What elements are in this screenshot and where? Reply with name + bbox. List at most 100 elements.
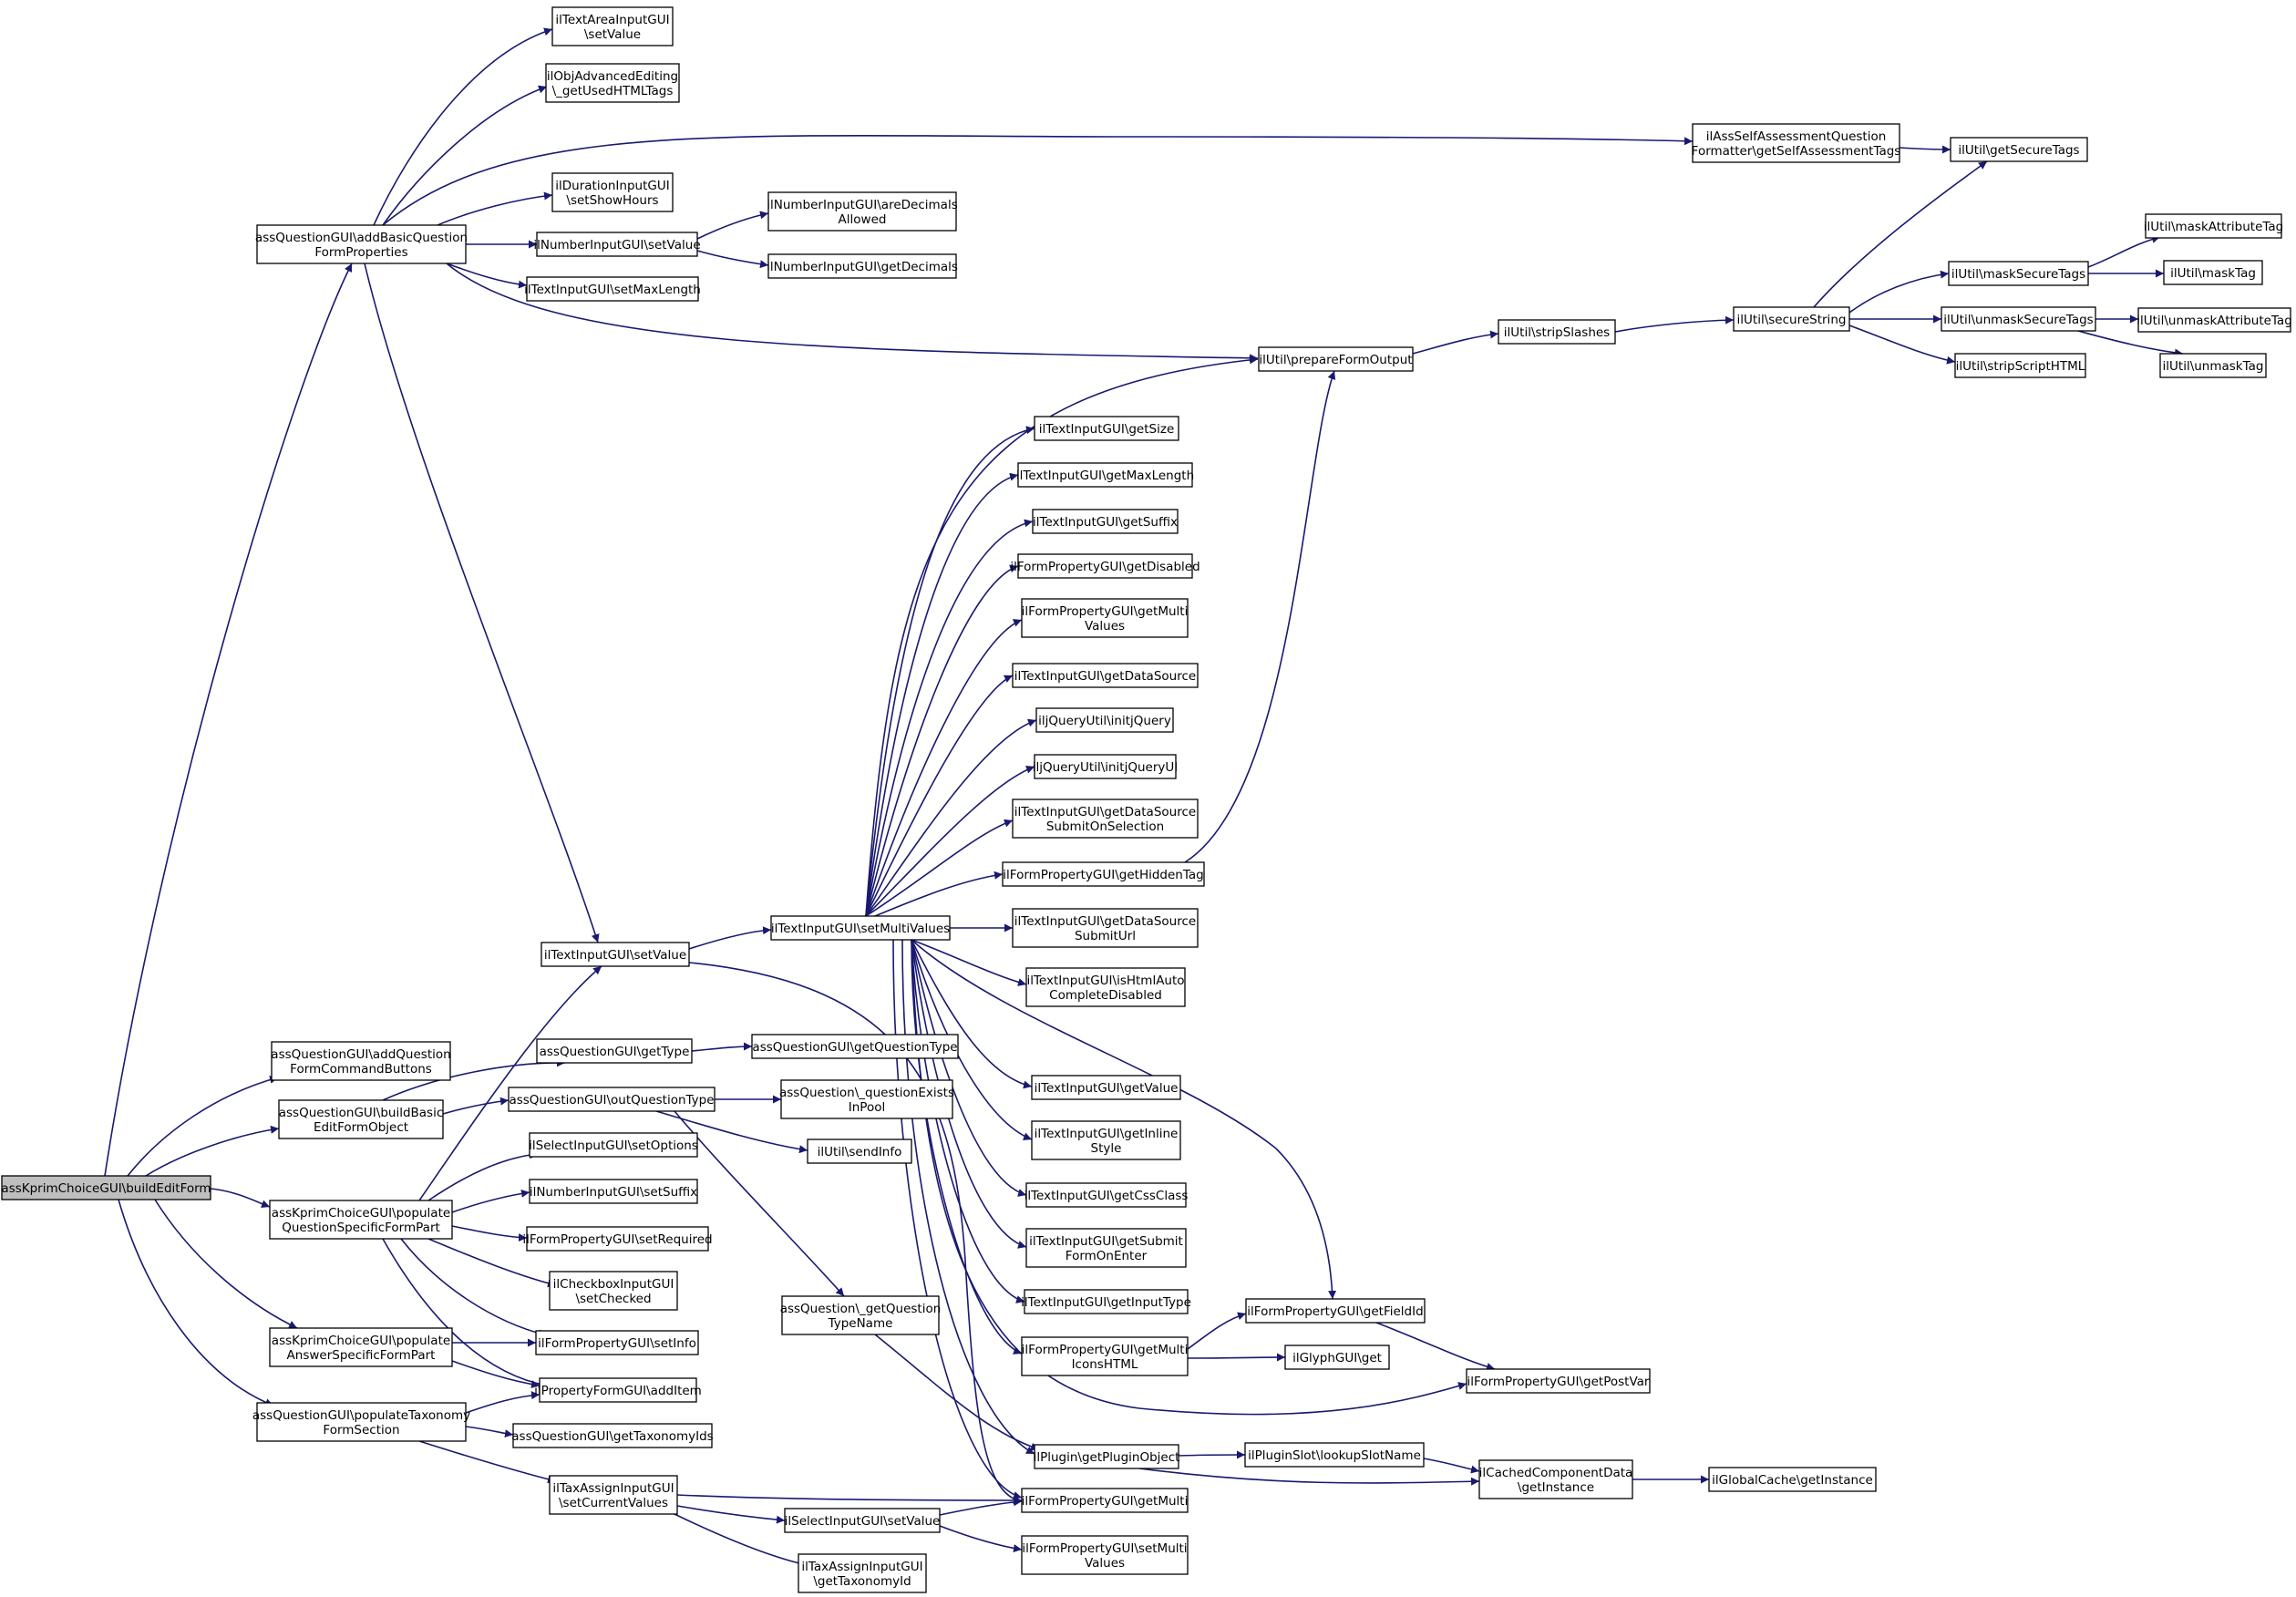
node-stripSlashes[interactable]: ilUtil\stripSlashes: [1498, 319, 1616, 345]
node-label: ilNumberInputGUI\setSuffix: [530, 1185, 697, 1200]
node-textSetValue[interactable]: ilTextInputGUI\setValue: [541, 942, 690, 967]
node-root[interactable]: assKprimChoiceGUI\buildEditForm: [1, 1175, 211, 1200]
edge-setMultiValues-to-getSize: [865, 426, 1035, 917]
edge-setMultiValues-to-getHiddenTag: [874, 871, 1004, 917]
node-label: iljQueryUtil\initjQuery: [1038, 714, 1171, 728]
node-label: ilDurationInputGUI: [555, 179, 669, 193]
node-label: \getInstance: [1518, 1480, 1594, 1495]
node-unmaskSecureTags[interactable]: ilUtil\unmaskSecureTags: [1941, 306, 2096, 332]
node-addBasicQuestionFormProperties[interactable]: assQuestionGUI\addBasicQuestionFormPrope…: [255, 224, 468, 264]
node-getMulti[interactable]: ilFormPropertyGUI\getMulti: [1021, 1488, 1189, 1513]
node-lookupSlotName[interactable]: ilPluginSlot\lookupSlotName: [1244, 1442, 1425, 1468]
node-addItem[interactable]: ilPropertyFormGUI\addItem: [534, 1377, 702, 1403]
node-sendInfo[interactable]: ilUtil\sendInfo: [807, 1139, 912, 1164]
node-outQuestionType[interactable]: assQuestionGUI\outQuestionType: [508, 1087, 716, 1112]
node-getValue[interactable]: ilTextInputGUI\getValue: [1031, 1075, 1181, 1100]
node-label: Style: [1091, 1141, 1122, 1156]
node-getDecimals[interactable]: ilNumberInputGUI\getDecimals: [767, 253, 958, 279]
node-addQuestionFormCommandButtons[interactable]: assQuestionGUI\addQuestionFormCommandBut…: [271, 1041, 451, 1081]
node-cachedGetInstance[interactable]: ilCachedComponentData\getInstance: [1478, 1459, 1633, 1499]
node-setCurrentValues[interactable]: ilTaxAssignInputGUI\setCurrentValues: [549, 1475, 678, 1515]
edge-textSetValue-to-setMultiValues: [688, 926, 772, 950]
node-setShowHours[interactable]: ilDurationInputGUI\setShowHours: [551, 172, 674, 212]
edge-setMultiValues-to-getMaxLength: [865, 472, 1019, 917]
node-unmaskTag[interactable]: ilUtil\unmaskTag: [2159, 353, 2267, 378]
node-label: ilFormPropertyGUI\getHiddenTag: [1003, 868, 1203, 882]
node-label: ilTextInputGUI\getDataSource: [1014, 805, 1196, 819]
node-label: ilTextInputGUI\getDataSource: [1014, 669, 1196, 684]
node-getFieldId[interactable]: ilFormPropertyGUI\getFieldId: [1245, 1298, 1426, 1324]
node-getQuestionType[interactable]: assQuestionGUI\getQuestionType: [751, 1034, 959, 1059]
node-setMultiValuesProp[interactable]: ilFormPropertyGUI\setMultiValues: [1021, 1535, 1189, 1575]
node-populateAnswerSpecificFormPart[interactable]: assKprimChoiceGUI\populateAnswerSpecific…: [269, 1327, 453, 1367]
node-getDisabled[interactable]: ilFormPropertyGUI\getDisabled: [1010, 553, 1200, 579]
edge-root-to-populateQuestionSpecificFormPart: [210, 1188, 271, 1209]
node-selfAssessmentFormatter[interactable]: ilAssSelfAssessmentQuestionFormatter\get…: [1692, 123, 1901, 163]
node-populateTaxonomyFormSection[interactable]: assQuestionGUI\populateTaxonomyFormSecti…: [252, 1402, 470, 1442]
node-globalGetInstance[interactable]: ilGlobalCache\getInstance: [1708, 1467, 1877, 1492]
node-setRequired[interactable]: ilFormPropertyGUI\setRequired: [522, 1226, 713, 1252]
node-getDataSourceSubmitOnSelection[interactable]: ilTextInputGUI\getDataSourceSubmitOnSele…: [1012, 798, 1199, 839]
node-numberSetValue[interactable]: ilNumberInputGUI\setValue: [533, 232, 701, 257]
node-secureString[interactable]: ilUtil\secureString: [1733, 306, 1850, 332]
node-maskTag[interactable]: ilUtil\maskTag: [2163, 260, 2263, 285]
node-getSize[interactable]: ilTextInputGUI\getSize: [1034, 416, 1179, 441]
node-glyphGet[interactable]: ilGlyphGUI\get: [1284, 1345, 1390, 1370]
node-getSuffix[interactable]: ilTextInputGUI\getSuffix: [1032, 509, 1179, 534]
edges-layer: [104, 27, 2184, 1569]
edge-addBasicQuestionFormProperties-to-textSetValue: [364, 263, 600, 943]
node-getType[interactable]: assQuestionGUI\getType: [536, 1038, 693, 1064]
node-setMultiValues[interactable]: ilTextInputGUI\setMultiValues: [770, 915, 951, 941]
edge-outQuestionType-to-sendInfo: [655, 1110, 808, 1154]
node-setOptions[interactable]: ilSelectInputGUI\setOptions: [529, 1132, 698, 1158]
node-label: ilUtil\maskSecureTags: [1951, 267, 2085, 282]
node-selectSetValue[interactable]: ilSelectInputGUI\setValue: [784, 1508, 941, 1533]
node-maskSecureTags[interactable]: ilUtil\maskSecureTags: [1948, 261, 2089, 286]
edge-root-to-populateTaxonomyFormSection: [118, 1199, 274, 1406]
edge-getHiddenTag-to-prepareFormOutput: [1184, 370, 1336, 863]
node-textAreaSetValue[interactable]: ilTextAreaInputGUI\setValue: [551, 6, 674, 46]
node-setChecked[interactable]: ilCheckboxInputGUI\setChecked: [549, 1271, 678, 1311]
node-getPluginObject[interactable]: ilPlugin\getPluginObject: [1034, 1444, 1180, 1469]
node-getPostVar[interactable]: ilFormPropertyGUI\getPostVar: [1466, 1368, 1651, 1394]
node-stripScriptHTML[interactable]: ilUtil\stripScriptHTML: [1954, 353, 2086, 378]
node-setSuffix[interactable]: ilNumberInputGUI\setSuffix: [529, 1179, 698, 1204]
node-getTaxonomyId[interactable]: ilTaxAssignInputGUI\getTaxonomyId: [798, 1553, 927, 1593]
edge-setCurrentValues-to-selectSetValue: [676, 1505, 786, 1524]
node-setInfo[interactable]: ilFormPropertyGUI\setInfo: [535, 1330, 699, 1355]
node-label: SubmitOnSelection: [1046, 819, 1164, 834]
node-getCssClass[interactable]: ilTextInputGUI\getCssClass: [1024, 1182, 1189, 1208]
node-unmaskAttributeTag[interactable]: ilUtil\unmaskAttributeTag: [2136, 307, 2292, 333]
node-getHiddenTag[interactable]: ilFormPropertyGUI\getHiddenTag: [1002, 861, 1205, 887]
node-label: ilFormPropertyGUI\setRequired: [522, 1232, 712, 1247]
node-label: ilFormPropertyGUI\getFieldId: [1247, 1304, 1423, 1319]
node-getUsedHTMLTags[interactable]: ilObjAdvancedEditing\_getUsedHTMLTags: [545, 63, 680, 103]
node-getInputType[interactable]: ilTextInputGUI\getInputType: [1021, 1289, 1191, 1314]
node-getSecureTags[interactable]: ilUtil\getSecureTags: [1950, 137, 2088, 162]
node-initjQuery[interactable]: iljQueryUtil\initjQuery: [1035, 707, 1174, 733]
node-maskAttributeTag[interactable]: ilUtil\maskAttributeTag: [2144, 213, 2283, 239]
edge-setMultiValues-to-initjQueryUI: [865, 765, 1035, 917]
node-label: AnswerSpecificFormPart: [287, 1348, 436, 1363]
node-getTaxonomyIds[interactable]: assQuestionGUI\getTaxonomyIds: [511, 1423, 714, 1448]
node-initjQueryUI[interactable]: iljQueryUtil\initjQueryUI: [1033, 754, 1179, 779]
node-getMaxLength[interactable]: ilTextInputGUI\getMaxLength: [1016, 462, 1194, 488]
node-setMaxLength[interactable]: ilTextInputGUI\setMaxLength: [524, 276, 701, 302]
node-label: assKprimChoiceGUI\buildEditForm: [1, 1181, 211, 1196]
node-isHtmlAutoCompleteDisabled[interactable]: ilTextInputGUI\isHtmlAutoCompleteDisable…: [1025, 967, 1186, 1007]
node-getDataSource[interactable]: ilTextInputGUI\getDataSource: [1012, 663, 1199, 688]
node-label: assQuestionGUI\getType: [540, 1045, 690, 1059]
node-populateQuestionSpecificFormPart[interactable]: assKprimChoiceGUI\populateQuestionSpecif…: [269, 1200, 453, 1240]
node-prepareFormOutput[interactable]: ilUtil\prepareFormOutput: [1258, 346, 1414, 372]
edge-root-to-populateAnswerSpecificFormPart: [154, 1199, 298, 1329]
